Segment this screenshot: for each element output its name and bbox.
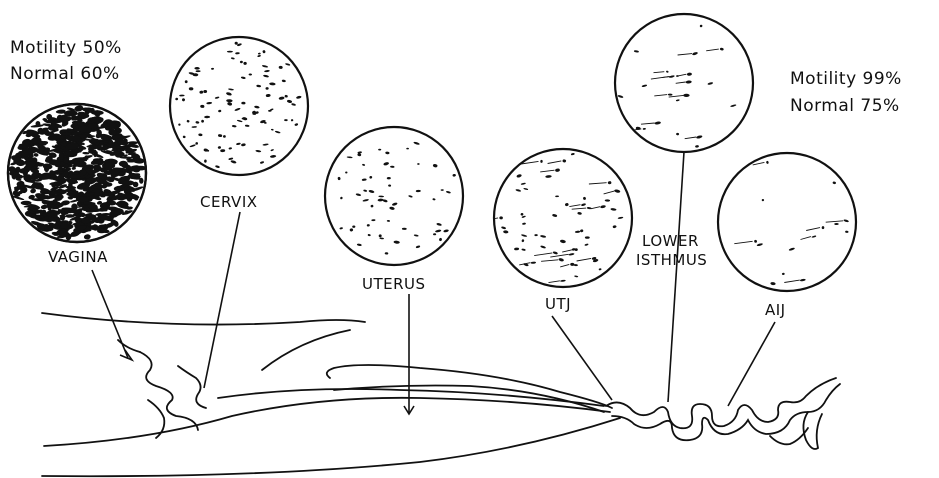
vagina-label: VAGINA xyxy=(48,248,108,266)
utj-circle xyxy=(485,149,633,287)
uterus-label: UTERUS xyxy=(362,275,426,293)
aij-label: AIJ xyxy=(765,301,786,319)
lower-isthmus-circle xyxy=(608,14,753,152)
right-normal-text: Normal 75% xyxy=(790,96,900,116)
utj-pointer xyxy=(552,316,612,400)
lower-isthmus-label-line2: ISTHMUS xyxy=(636,251,707,269)
uterus-circle xyxy=(325,127,463,265)
aij-pointer xyxy=(728,322,775,406)
right-motility-text: Motility 99% xyxy=(790,69,902,89)
lower-isthmus-pointer xyxy=(668,152,684,402)
aij-circle xyxy=(718,153,856,291)
reproductive-tract-outline xyxy=(42,313,840,476)
vagina-circle xyxy=(8,104,147,242)
left-motility-text: Motility 50% xyxy=(10,38,122,58)
cervix-label: CERVIX xyxy=(200,193,258,211)
vagina-pointer xyxy=(92,270,128,358)
cervix-circle xyxy=(170,37,308,175)
left-normal-text: Normal 60% xyxy=(10,64,120,84)
utj-label: UTJ xyxy=(545,295,571,313)
lower-isthmus-label-line1: LOWER xyxy=(642,232,699,250)
cervix-pointer xyxy=(204,212,240,388)
